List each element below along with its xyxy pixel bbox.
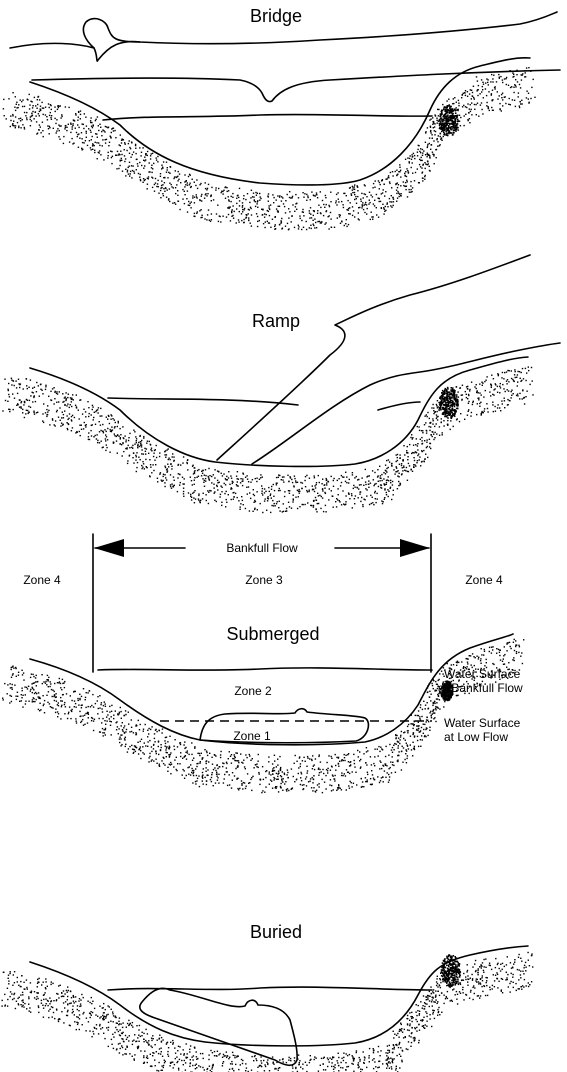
ws-bankfull-label-line1: Water Surface — [444, 667, 521, 681]
panel-buried: Buried — [30, 922, 528, 1065]
bank-gravel-buried — [1, 952, 533, 1072]
zone2-label: Zone 2 — [234, 684, 272, 698]
channel-bed-line — [30, 357, 528, 466]
bankfull-water-surface — [98, 668, 432, 670]
ramp-log-upper-edge — [217, 255, 530, 460]
buried-title: Buried — [250, 922, 302, 942]
ramp-title: Ramp — [252, 311, 300, 331]
log-lower-edge — [32, 70, 560, 102]
buried-log-outline — [140, 988, 297, 1065]
bridge-title: Bridge — [250, 6, 302, 26]
ws-lowflow-label-line2: at Low Flow — [444, 730, 508, 744]
water-surface-line — [103, 114, 432, 120]
zone4-left-label: Zone 4 — [23, 573, 61, 587]
water-surface-line-right — [378, 402, 420, 410]
submerged-log-outline — [200, 709, 368, 743]
panel-ramp: Ramp — [30, 255, 560, 466]
ws-lowflow-label-line1: Water Surface — [444, 716, 521, 730]
water-surface-line — [108, 398, 298, 405]
ws-bankfull-label-line2: at Bankfull Flow — [438, 681, 523, 695]
zone3-label: Zone 3 — [245, 573, 283, 587]
bank-gravel-bridge — [3, 67, 536, 230]
submerged-title: Submerged — [226, 624, 319, 644]
bankfull-flow-label: Bankfull Flow — [226, 541, 298, 555]
zone1-label: Zone 1 — [233, 729, 271, 743]
zone4-right-label: Zone 4 — [465, 573, 503, 587]
log-end — [83, 19, 140, 48]
